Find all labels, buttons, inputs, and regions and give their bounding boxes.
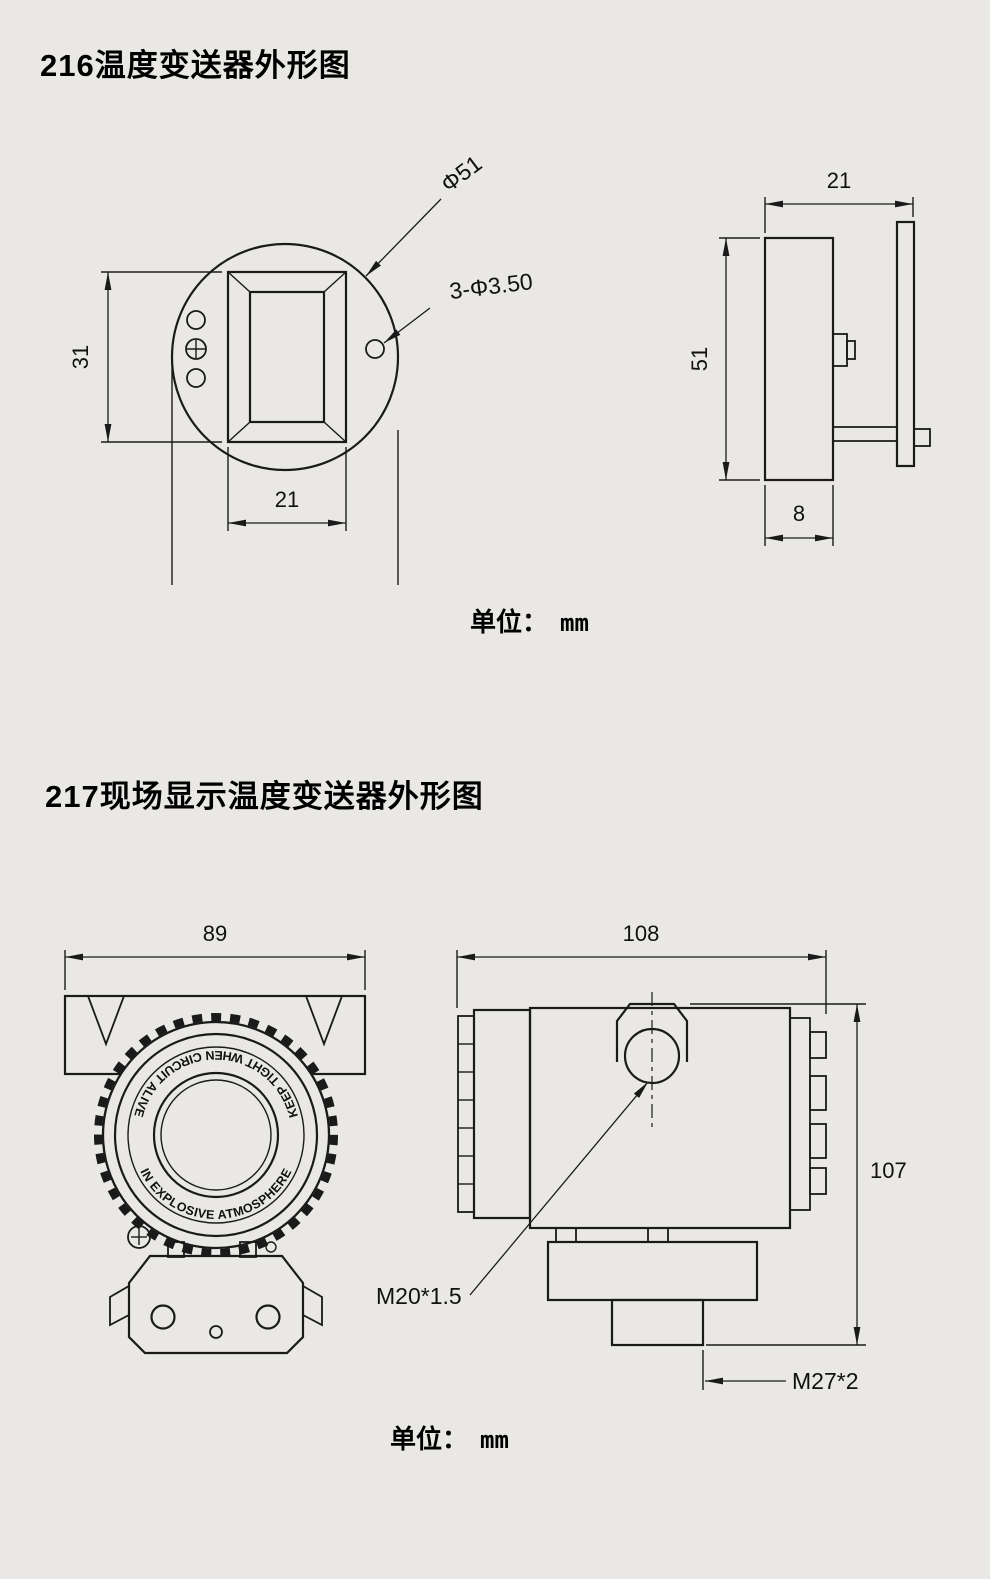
dim-depth-8: 8 (764, 485, 834, 546)
housing-face (101, 1020, 331, 1250)
knurled-grip-ring (94, 1013, 338, 1257)
dim-height-107: 107 (690, 1003, 907, 1346)
dim-text-21-side: 21 (827, 168, 851, 193)
screw-center (185, 338, 207, 360)
unit-value: mm (560, 609, 589, 637)
dim-height-51: 51 (687, 237, 760, 481)
face-step-circle (113, 1032, 319, 1238)
side-body (763, 236, 835, 482)
leader-line (383, 307, 431, 344)
leader-line (469, 1081, 649, 1296)
display-bezel-outer (226, 270, 348, 444)
label-m20: M20*1.5 (376, 1081, 649, 1309)
unit-note-216: 单位： mm (470, 607, 589, 637)
dim-text-8: 8 (793, 501, 805, 526)
locking-screw (127, 1225, 151, 1249)
bracket-wing-right (302, 1285, 323, 1327)
window-inner-circle (160, 1079, 272, 1191)
cover-fin (809, 1167, 827, 1195)
label-holes: 3-Φ3.50 (383, 268, 534, 344)
section-216-title: 216温度变送器外形图 (40, 48, 351, 83)
section-216: 216温度变送器外形图 Φ51 3-Φ3.50 (40, 48, 931, 637)
section-217: 217现场显示温度变送器外形图 KEEP TIGHT WHEN CIRCUIT … (45, 779, 907, 1454)
dim-text-108: 108 (623, 921, 660, 946)
housing-circle (170, 242, 400, 472)
dim-text-51: 51 (687, 347, 712, 371)
leader-line (365, 198, 442, 277)
bracket-notch-left (87, 995, 125, 1047)
bracket-wing-left (109, 1285, 130, 1327)
side-view-217 (457, 992, 827, 1347)
bottom-boss (647, 1227, 669, 1243)
display-window (248, 290, 326, 424)
bolt-hole-left (150, 1304, 176, 1330)
front-view-217: KEEP TIGHT WHEN CIRCUIT ALIVE IN EXPLOSI… (63, 994, 367, 1355)
thread-stub (610, 1298, 705, 1347)
dim-text-31: 31 (68, 345, 93, 369)
unit-value: mm (480, 1426, 509, 1454)
center-hole (209, 1325, 223, 1339)
side-view-216 (763, 220, 931, 482)
cover-fin (809, 1123, 827, 1159)
bottom-boss (555, 1227, 577, 1243)
button-top (186, 310, 206, 330)
terminal-cover (472, 1008, 532, 1220)
side-panel-plate (895, 220, 916, 468)
dim-width-108: 108 (456, 921, 827, 1014)
cover-fin (809, 1031, 827, 1059)
small-pin-hole (265, 1241, 277, 1253)
m20-text: M20*1.5 (376, 1283, 462, 1309)
front-view-216 (170, 242, 400, 585)
window-outer-circle (152, 1071, 280, 1199)
button-bottom (186, 368, 206, 388)
dim-m27: M27*2 (702, 1350, 858, 1394)
mounting-hole (365, 339, 385, 359)
unit-label: 单位： (390, 1424, 468, 1454)
m27-text: M27*2 (792, 1368, 858, 1394)
unit-label: 单位： (470, 607, 548, 637)
phi51-text: Φ51 (436, 150, 487, 197)
cover-ribs (457, 1015, 475, 1213)
dim-width-89: 89 (64, 921, 366, 990)
dim-depth-21-side: 21 (764, 168, 914, 233)
dim-height-31: 31 (68, 271, 222, 443)
mounting-bracket (127, 1254, 305, 1355)
unit-note-217: 单位： mm (390, 1424, 509, 1454)
plate-boss (913, 428, 931, 447)
dim-text-89: 89 (203, 921, 227, 946)
cover-fin (809, 1075, 827, 1111)
side-tab-step (846, 340, 856, 360)
bracket-notch-right (305, 995, 343, 1047)
bezel-chamfer (323, 421, 347, 443)
label-phi51: Φ51 (365, 150, 487, 277)
text-ring-outer (127, 1046, 305, 1224)
bezel-chamfer (227, 421, 251, 443)
dim-text-107: 107 (870, 1158, 907, 1183)
bezel-chamfer (323, 271, 347, 293)
bezel-chamfer (227, 271, 251, 293)
side-tab (832, 333, 848, 367)
bolt-hole-right (255, 1304, 281, 1330)
dim-text-21-front: 21 (275, 487, 299, 512)
dim-width-21-front: 21 (227, 447, 347, 531)
section-217-title: 217现场显示温度变送器外形图 (45, 779, 484, 814)
process-hex-block (546, 1240, 759, 1302)
main-body (528, 1006, 792, 1230)
display-cover-base (789, 1017, 811, 1211)
holes-text: 3-Φ3.50 (448, 268, 534, 304)
